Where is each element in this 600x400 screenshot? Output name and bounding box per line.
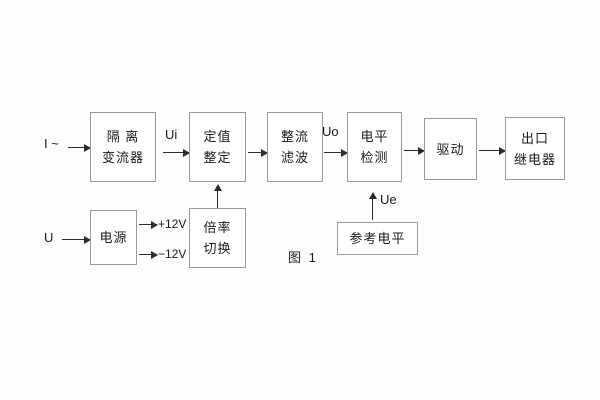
block-setting-line2: 整定 [203, 150, 232, 165]
arrow-current-to-isolation-ct [68, 143, 91, 152]
block-isolation-ct: 隔 离 变流器 [90, 112, 156, 182]
arrow-voltage-to-power-supply [62, 235, 91, 244]
arrow-isolation-ct-to-setting [163, 148, 190, 157]
block-setting: 定值 整定 [189, 112, 246, 182]
block-rectifier-filter: 整流 滤波 [267, 112, 323, 182]
block-power-supply: 电源 [90, 210, 137, 265]
block-output-relay: 出口 继电器 [505, 117, 565, 180]
input-voltage-label: U [44, 230, 54, 245]
block-isolation-ct-line1: 隔 离 [106, 129, 140, 144]
block-rectifier-filter-line2: 滤波 [280, 150, 309, 165]
block-level-detect-line2: 检测 [360, 150, 389, 165]
input-current-label: I ~ [44, 136, 59, 151]
block-power-supply-line1: 电源 [99, 230, 128, 245]
block-driver: 驱动 [424, 118, 477, 180]
arrow-power-supply-neg-rail [139, 250, 158, 259]
block-output-relay-line2: 继电器 [513, 151, 556, 167]
block-isolation-ct-line2: 变流器 [101, 150, 144, 165]
block-ratio-switch-line1: 倍率 [203, 220, 232, 235]
block-driver-line1: 驱动 [436, 141, 465, 157]
signal-ui-label: Ui [165, 127, 178, 142]
arrow-driver-to-output-relay [479, 146, 506, 155]
arrow-rectifier-to-level-detect [324, 148, 348, 157]
arrow-reference-level-to-level-detect [368, 192, 377, 220]
block-rectifier-filter-line1: 整流 [280, 129, 309, 144]
signal-ue-label: Ue [380, 192, 397, 207]
block-ratio-switch: 倍率 切换 [189, 208, 246, 268]
rail-pos-12v-label: +12V [158, 217, 187, 231]
arrow-setting-to-rectifier [248, 148, 268, 157]
rail-neg-12v-label: −12V [158, 247, 187, 261]
block-level-detect-line1: 电平 [360, 129, 389, 144]
arrow-power-supply-pos-rail [139, 220, 158, 229]
block-setting-line1: 定值 [203, 129, 232, 144]
block-reference-level-line1: 参考电平 [349, 231, 406, 246]
arrow-level-detect-to-driver [404, 146, 425, 155]
block-level-detect: 电平 检测 [347, 112, 402, 182]
block-ratio-switch-line2: 切换 [203, 241, 232, 256]
figure-caption: 图 1 [288, 250, 318, 265]
arrow-ratio-switch-to-setting [213, 184, 222, 208]
signal-uo-label: Uo [322, 124, 339, 139]
block-output-relay-line1: 出口 [520, 130, 549, 146]
block-reference-level: 参考电平 [337, 222, 418, 255]
